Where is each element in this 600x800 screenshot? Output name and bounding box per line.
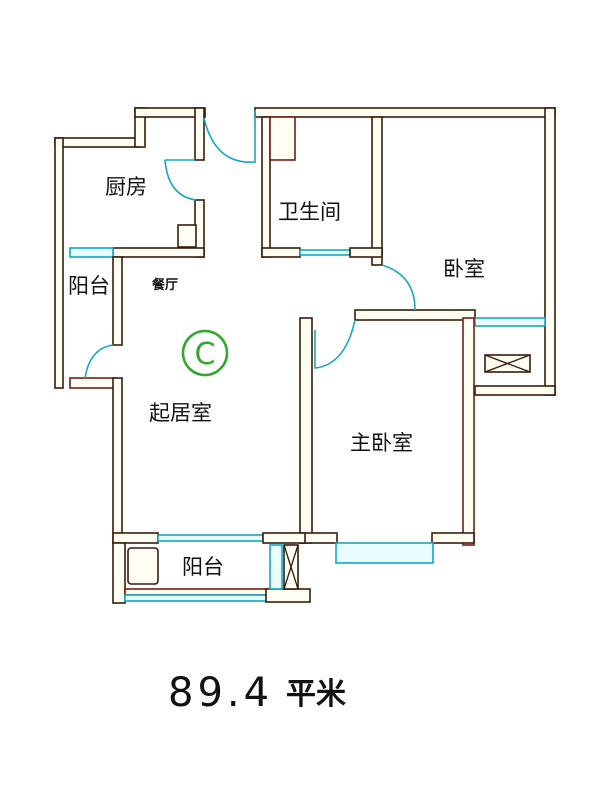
ac-unit-cross [283, 544, 299, 590]
wall [474, 385, 556, 396]
stove [177, 224, 197, 248]
kitchen-door [164, 159, 197, 201]
area-unit: 平米 [286, 677, 346, 712]
wall [299, 317, 313, 544]
room-label-master-bedroom: 主卧室 [350, 431, 413, 455]
wall [265, 588, 311, 603]
wall [112, 247, 205, 258]
room-label-bathroom: 卫生间 [278, 200, 341, 224]
room-label-kitchen: 厨房 [105, 175, 147, 199]
doors [84, 110, 416, 379]
room-label-living: 起居室 [149, 401, 212, 425]
wall [349, 247, 383, 258]
unit-type-badge: C [181, 329, 229, 377]
wall [261, 247, 301, 258]
ac-unit-cross [484, 354, 531, 373]
room-label-dining: 餐厅 [151, 277, 178, 293]
window [69, 247, 114, 258]
wall [194, 107, 205, 161]
window [124, 594, 268, 602]
room-labels: 厨房 卫生间 卧室 阳台 餐厅 起居室 主卧室 阳台 [68, 175, 485, 579]
wall [112, 377, 123, 544]
wall [431, 532, 475, 544]
room-label-bedroom: 卧室 [443, 257, 485, 281]
wall [112, 532, 159, 544]
wall [134, 107, 206, 118]
wall [354, 309, 476, 321]
sliding-door [157, 534, 264, 542]
wall [112, 542, 126, 604]
master-bedroom-door [314, 319, 356, 369]
wall [371, 116, 383, 266]
wall [262, 532, 306, 544]
pipe-shaft [269, 116, 296, 161]
area-value: 89.4 [168, 670, 273, 716]
wall [54, 137, 141, 148]
window [269, 544, 283, 590]
room-label-balcony-bottom: 阳台 [182, 555, 224, 579]
wall [112, 256, 123, 346]
area-label: 89.4 平米 [168, 670, 346, 716]
bedroom-door [381, 264, 416, 311]
badge-letter: C [195, 337, 216, 372]
room-label-balcony-left: 阳台 [68, 274, 110, 298]
wall [69, 377, 116, 389]
bay-window [335, 542, 434, 564]
wall [124, 588, 268, 596]
balcony-door [84, 344, 114, 379]
wall [462, 317, 475, 546]
washing-machine [127, 547, 159, 585]
wall [544, 107, 556, 396]
wall [254, 107, 556, 118]
walls [54, 107, 556, 604]
badge-circle [181, 329, 229, 377]
wall [261, 116, 271, 258]
entry-door [203, 110, 256, 163]
wall [54, 137, 64, 389]
window [474, 317, 546, 327]
sliding-door [299, 249, 351, 256]
